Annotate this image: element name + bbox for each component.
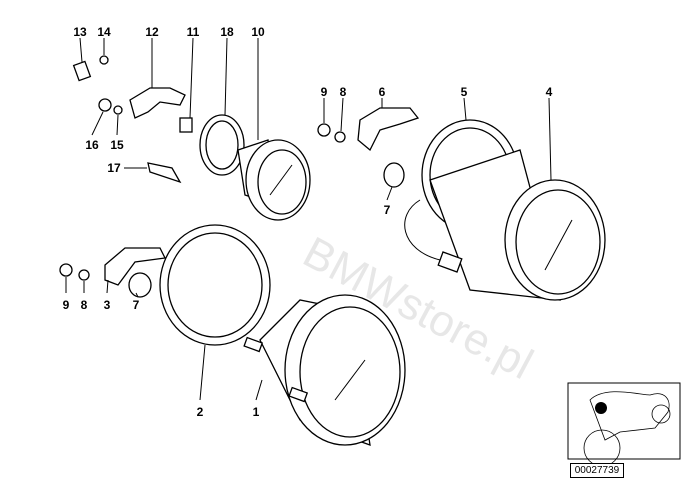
part-9-nut-lower bbox=[59, 263, 73, 277]
label-13: 13 bbox=[73, 25, 87, 39]
small-gauge-assembly bbox=[72, 55, 311, 221]
label-18: 18 bbox=[220, 25, 234, 39]
label-7: 7 bbox=[384, 203, 391, 217]
label-6: 6 bbox=[379, 85, 386, 99]
speedometer-assembly bbox=[59, 224, 406, 446]
part-11 bbox=[179, 117, 193, 133]
label-4: 4 bbox=[546, 85, 553, 99]
part-8-washer bbox=[334, 131, 346, 143]
part-9-nut bbox=[317, 123, 331, 137]
part-15 bbox=[113, 105, 123, 115]
label-9-lower: 9 bbox=[63, 298, 70, 312]
part-12-bracket bbox=[129, 87, 186, 119]
connector bbox=[437, 251, 463, 273]
part-14 bbox=[99, 55, 109, 65]
label-3: 3 bbox=[104, 298, 111, 312]
part-13 bbox=[72, 60, 92, 82]
part-7-grommet bbox=[383, 162, 405, 188]
label-7-lower: 7 bbox=[133, 298, 140, 312]
label-5: 5 bbox=[461, 85, 468, 99]
label-16: 16 bbox=[85, 138, 99, 152]
label-8: 8 bbox=[340, 85, 347, 99]
label-17: 17 bbox=[107, 161, 121, 175]
large-tachometer-assembly bbox=[317, 107, 606, 301]
label-15: 15 bbox=[110, 138, 124, 152]
part-8-washer-lower bbox=[78, 269, 90, 281]
label-14: 14 bbox=[97, 25, 111, 39]
label-9: 9 bbox=[321, 85, 328, 99]
leader-lines bbox=[65, 37, 552, 401]
part-16 bbox=[98, 98, 112, 112]
location-marker bbox=[595, 402, 607, 414]
label-2: 2 bbox=[197, 405, 204, 419]
label-12: 12 bbox=[145, 25, 159, 39]
part-labels: 13 14 12 11 18 10 16 15 17 9 8 6 5 4 7 9… bbox=[63, 25, 553, 419]
label-1: 1 bbox=[253, 405, 260, 419]
part-3-bracket bbox=[104, 247, 166, 286]
motorcycle-thumbnail bbox=[567, 382, 681, 467]
label-8-lower: 8 bbox=[81, 298, 88, 312]
label-11: 11 bbox=[187, 25, 200, 39]
part-17 bbox=[147, 162, 182, 184]
part-6-bracket bbox=[357, 107, 420, 152]
thumbnail-id: 00027739 bbox=[570, 463, 624, 478]
part-7-grommet-lower bbox=[128, 272, 152, 298]
label-10: 10 bbox=[251, 25, 265, 39]
